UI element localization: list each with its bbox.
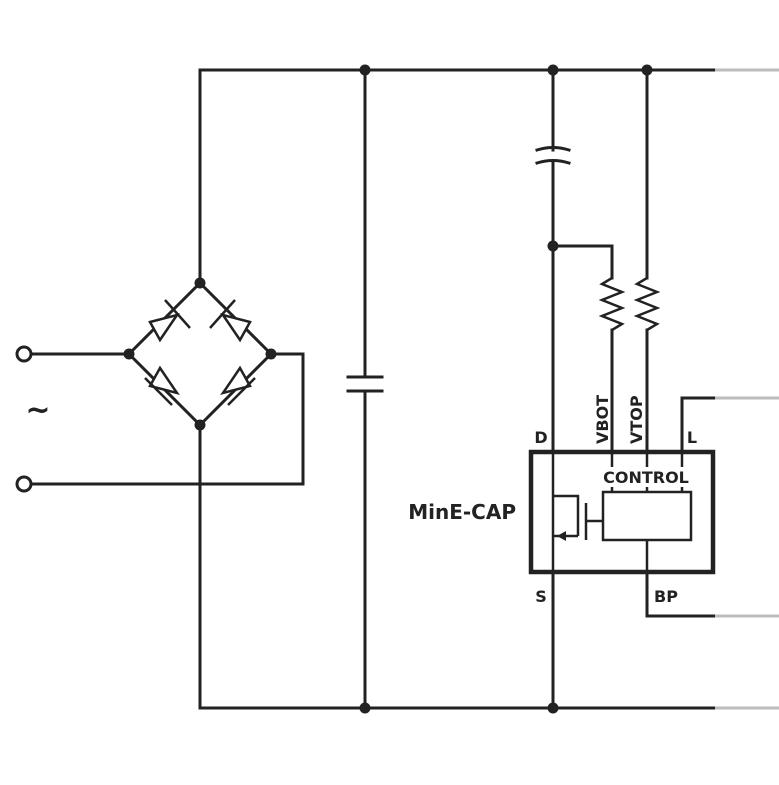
ac-terminal-bottom: [15, 475, 33, 493]
pin-s-label: S: [535, 587, 547, 606]
resistor-vtop: [633, 64, 661, 464]
pin-l-label: L: [687, 428, 697, 447]
series-capacitor: [535, 64, 571, 714]
pin-vtop-label: VTOP: [627, 395, 646, 444]
control-block: [601, 490, 693, 542]
bridge-rectifier: [123, 277, 277, 431]
pin-d-label: D: [534, 428, 547, 447]
l-pin-wire: [680, 396, 717, 464]
diode-lower-right: [220, 365, 256, 406]
ac-terminal-top: [15, 345, 33, 363]
resistor-vbot: [551, 244, 626, 464]
ac-symbol: ~: [25, 393, 50, 428]
device-name-label: MinE-CAP: [408, 500, 516, 524]
bulk-capacitor: [346, 64, 384, 714]
diode-upper-right: [209, 299, 252, 343]
control-label: CONTROL: [603, 468, 689, 487]
mine-cap-ic: CONTROL: [528, 449, 716, 575]
pin-bp-label: BP: [654, 587, 678, 606]
mosfet-switch: [551, 452, 603, 572]
pin-vbot-label: VBOT: [593, 395, 612, 444]
diode-upper-left: [148, 299, 191, 343]
diode-lower-left: [144, 365, 180, 406]
ac-input: [15, 345, 305, 493]
